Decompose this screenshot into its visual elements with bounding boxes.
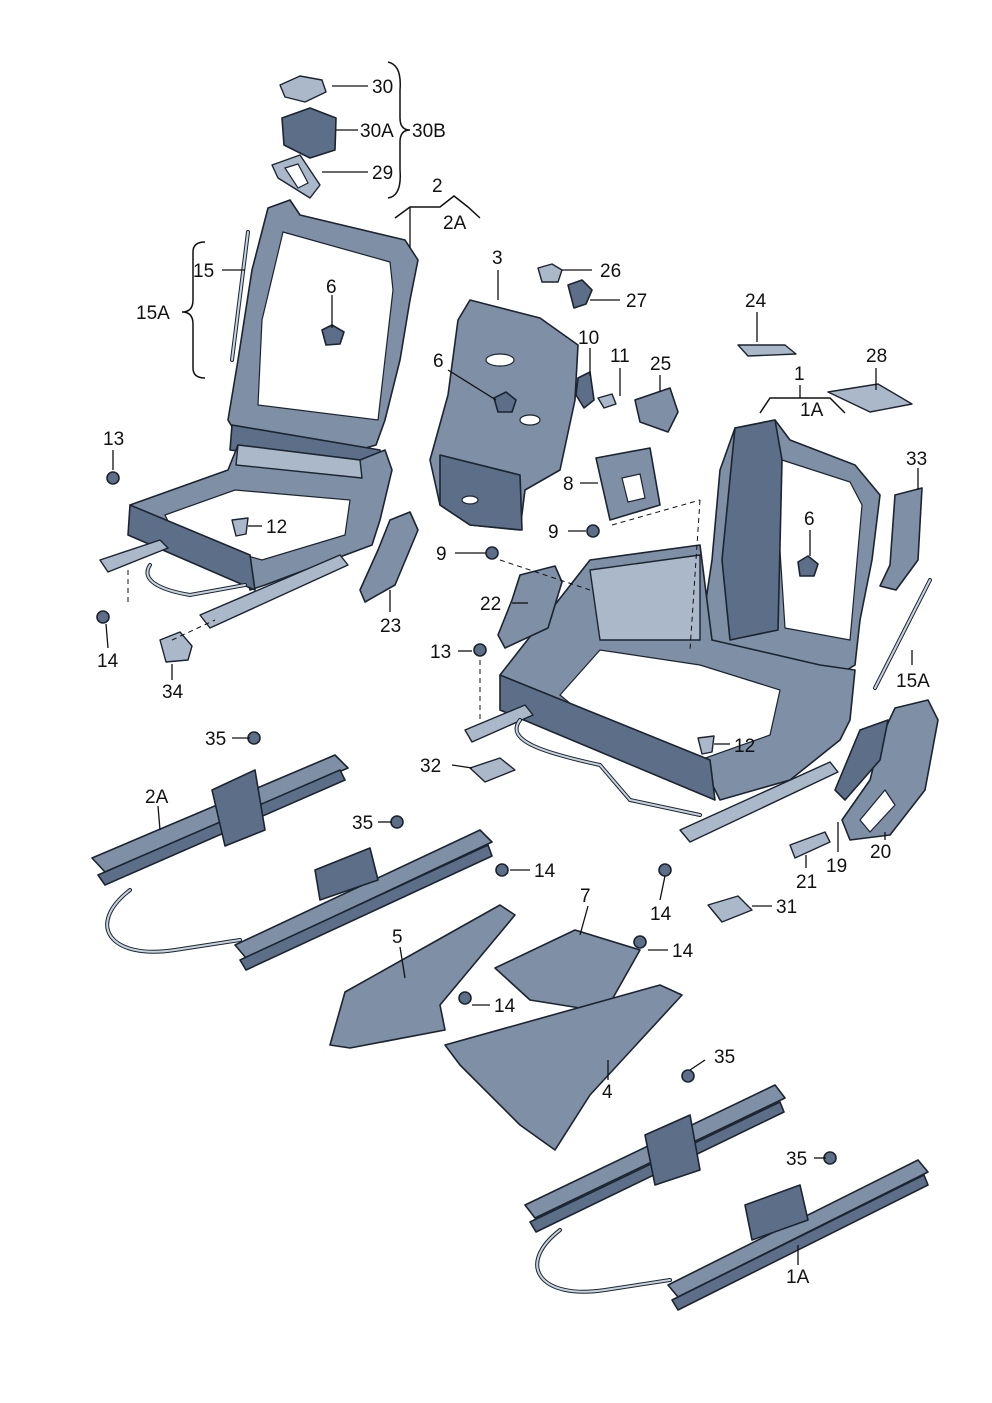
label-23: 23 bbox=[380, 616, 401, 637]
label-15a-left: 15A bbox=[136, 303, 170, 324]
label-29: 29 bbox=[372, 163, 393, 184]
label-9-b: 9 bbox=[436, 544, 447, 565]
label-27: 27 bbox=[626, 291, 647, 312]
label-12-left: 12 bbox=[266, 517, 287, 538]
label-22: 22 bbox=[480, 594, 501, 615]
label-5: 5 bbox=[392, 927, 403, 948]
label-2: 2 bbox=[432, 176, 443, 197]
label-13-right: 13 bbox=[430, 642, 451, 663]
label-31: 31 bbox=[776, 897, 797, 918]
label-1a-top: 1A bbox=[800, 400, 824, 421]
small-parts-top bbox=[230, 75, 923, 591]
label-1a-bottom: 1A bbox=[786, 1267, 810, 1288]
label-14-b: 14 bbox=[650, 904, 672, 925]
lower-rails bbox=[91, 731, 929, 1311]
label-12-right: 12 bbox=[734, 736, 755, 757]
side-covers bbox=[96, 471, 939, 923]
label-35-b: 35 bbox=[352, 813, 373, 834]
label-30a: 30A bbox=[360, 121, 394, 142]
label-2a-rail: 2A bbox=[145, 787, 169, 808]
label-10: 10 bbox=[578, 328, 599, 349]
label-30b: 30B bbox=[412, 121, 446, 142]
leader-lines bbox=[105, 61, 919, 1265]
label-14-d: 14 bbox=[672, 941, 694, 962]
label-21: 21 bbox=[796, 872, 817, 893]
label-14-c: 14 bbox=[534, 861, 556, 882]
label-11: 11 bbox=[610, 346, 630, 367]
label-15: 15 bbox=[193, 261, 214, 282]
label-20: 20 bbox=[870, 842, 891, 863]
label-35-a: 35 bbox=[205, 729, 226, 750]
label-35-d: 35 bbox=[786, 1149, 807, 1170]
label-34: 34 bbox=[162, 682, 184, 703]
label-6-left: 6 bbox=[326, 277, 337, 298]
label-3: 3 bbox=[492, 248, 503, 269]
label-4: 4 bbox=[602, 1082, 613, 1103]
left-seat-frame bbox=[99, 199, 419, 629]
label-14-e: 14 bbox=[494, 996, 516, 1017]
label-2a-top: 2A bbox=[443, 213, 467, 234]
label-8: 8 bbox=[563, 474, 574, 495]
label-14-a: 14 bbox=[97, 651, 119, 672]
label-32: 32 bbox=[420, 756, 441, 777]
callout-labels: 30 30A 30B 29 2 2A 15 15A 6 13 12 14 34 … bbox=[97, 77, 930, 1288]
label-1: 1 bbox=[794, 364, 805, 385]
label-15a-right: 15A bbox=[896, 671, 930, 692]
label-26: 26 bbox=[600, 261, 621, 282]
middle-backrest-panel bbox=[429, 299, 579, 531]
label-28: 28 bbox=[866, 346, 887, 367]
label-24: 24 bbox=[745, 291, 767, 312]
label-30: 30 bbox=[372, 77, 393, 98]
label-9-a: 9 bbox=[548, 522, 559, 543]
label-19: 19 bbox=[826, 856, 847, 877]
label-7: 7 bbox=[580, 886, 591, 907]
label-6-right: 6 bbox=[804, 509, 815, 530]
label-35-c: 35 bbox=[714, 1047, 735, 1068]
label-6-mid: 6 bbox=[433, 351, 444, 372]
label-33: 33 bbox=[906, 449, 927, 470]
label-25: 25 bbox=[650, 354, 671, 375]
label-13-left: 13 bbox=[103, 429, 124, 450]
right-seat-frame bbox=[464, 419, 881, 843]
